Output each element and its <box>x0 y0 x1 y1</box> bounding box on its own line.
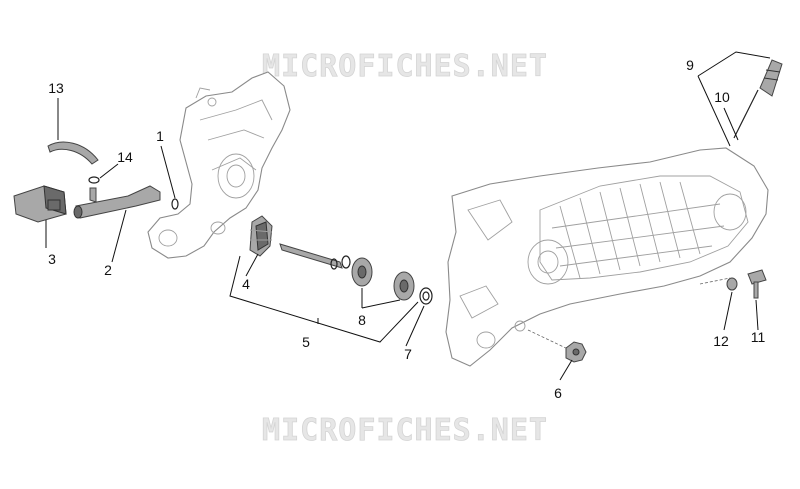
callout-8: 8 <box>358 312 366 328</box>
callout-3: 3 <box>48 251 56 267</box>
watermark-top: MICROFICHES.NET <box>262 49 548 84</box>
callout-13: 13 <box>48 80 64 96</box>
callout-5: 5 <box>302 334 310 350</box>
part-2-pipe <box>73 185 161 219</box>
callout-1: 1 <box>156 128 164 144</box>
callout-4: 4 <box>242 276 250 292</box>
part-4-impeller <box>249 215 273 257</box>
pump-shaft <box>279 243 343 269</box>
watermark-bottom: MICROFICHES.NET <box>262 413 548 448</box>
part-6-star-washer <box>565 341 587 363</box>
callout-6: 6 <box>554 385 562 401</box>
part-11-bolt <box>747 269 767 299</box>
part-8-bearings <box>351 257 415 301</box>
part-12-washer <box>726 277 738 291</box>
callout-7: 7 <box>404 346 412 362</box>
right-crankcase <box>445 147 769 367</box>
part-7-seal-ring <box>419 287 433 305</box>
callout-9: 9 <box>686 57 694 73</box>
callout-labels: 1 2 3 4 5 6 7 8 9 10 11 12 13 14 <box>48 57 765 401</box>
part-14-clip <box>88 176 100 184</box>
part-13-hose <box>47 141 99 165</box>
leader-lines <box>45 51 771 381</box>
callout-10: 10 <box>714 89 730 105</box>
left-crankcase-cover <box>147 71 291 259</box>
washer-a <box>341 255 351 269</box>
callout-2: 2 <box>104 262 112 278</box>
callout-12: 12 <box>713 333 729 349</box>
callout-14: 14 <box>117 149 133 165</box>
callout-11: 11 <box>751 329 766 345</box>
part-3-connector-block <box>13 185 67 223</box>
part-1-o-ring <box>171 198 179 210</box>
part-10-dipstick <box>733 59 783 139</box>
washer-b <box>330 258 338 270</box>
